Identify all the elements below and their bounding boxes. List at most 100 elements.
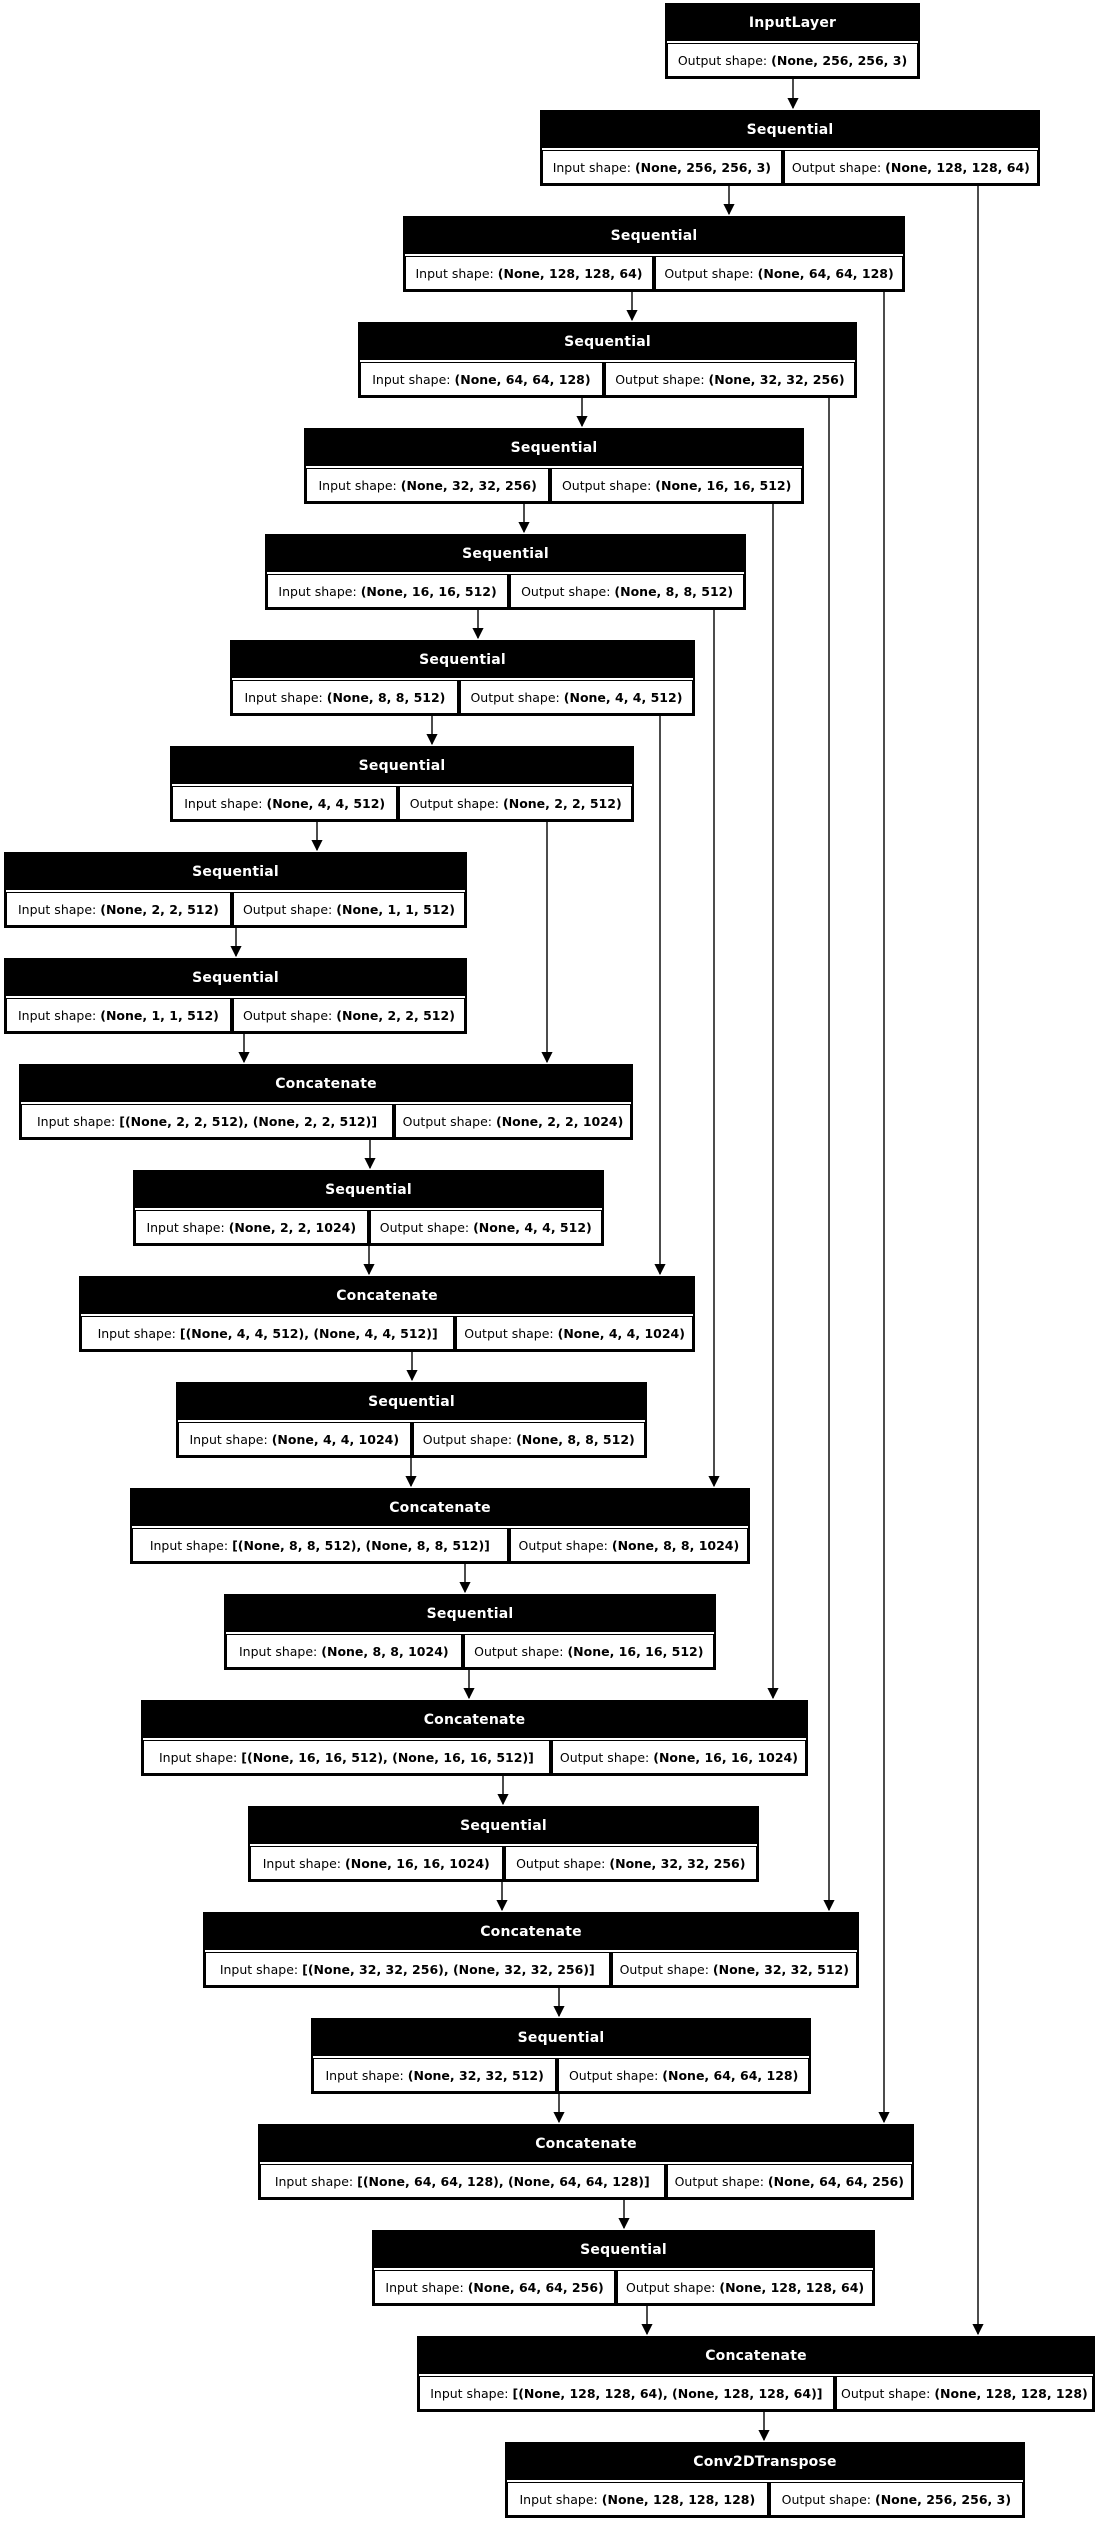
shape-label: Input shape:: [189, 1431, 268, 1447]
output-shape-cell: Output shape:(None, 8, 8, 1024): [507, 1528, 748, 1562]
shape-value: [(None, 128, 128, 64), (None, 128, 128, …: [512, 2385, 823, 2401]
shape-row: Input shape:(None, 4, 4, 1024) Output sha…: [178, 1420, 645, 1456]
shape-row: Input shape:[(None, 128, 128, 64), (None…: [419, 2374, 1093, 2410]
shape-row: Input shape:(None, 128, 128, 64)Output s…: [405, 254, 903, 290]
shape-row: Input shape:(None, 16, 16, 1024) Output s…: [250, 1844, 757, 1880]
shape-label: Input shape:: [372, 371, 451, 387]
output-shape-cell: Output shape:(None, 64, 64, 128): [653, 256, 903, 290]
shape-row: Input shape:(None, 4, 4, 512)Output shap…: [172, 784, 632, 820]
shape-label: Output shape:: [242, 901, 333, 917]
shape-value: (None, 32, 32, 512): [407, 2067, 544, 2083]
shape-label: Input shape:: [244, 689, 323, 705]
shape-row: Input shape:(None, 16, 16, 512)Output sh…: [267, 572, 744, 608]
shape-value: (None, 16, 16, 512): [655, 477, 792, 493]
shape-value: (None, 128, 128, 64): [885, 159, 1030, 175]
shape-value: (None, 64, 64, 256): [467, 2279, 604, 2295]
shape-label: Output shape:: [791, 159, 882, 175]
shape-label: Input shape:: [415, 265, 494, 281]
shape-value: (None, 4, 4, 1024): [557, 1325, 685, 1341]
shape-row: Input shape:(None, 32, 32, 256)Output sh…: [306, 466, 802, 502]
input-shape-cell: Input shape:[(None, 64, 64, 128), (None,…: [260, 2164, 665, 2198]
shape-row: Input shape:(None, 128, 128, 128)Output …: [507, 2480, 1023, 2516]
input-shape-cell: Input shape:(None, 16, 16, 1024): [250, 1846, 503, 1880]
shape-label: Output shape:: [516, 1855, 606, 1871]
shape-label: Output shape:: [422, 1431, 513, 1447]
shape-row: Input shape:(None, 2, 2, 1024)Output sha…: [135, 1208, 602, 1244]
shape-value: (None, 128, 128, 64): [719, 2279, 865, 2295]
shape-label: Input shape:: [278, 583, 357, 599]
shape-value: (None, 64, 64, 128): [454, 371, 591, 387]
input-shape-cell: Input shape:(None, 64, 64, 128): [360, 362, 603, 396]
shape-value: (None, 2, 2, 512): [100, 901, 219, 917]
output-shape-cell: Output shape:(None, 32, 32, 512): [609, 1952, 857, 1986]
shape-label: Output shape:: [664, 265, 754, 281]
shape-row: Input shape:(None, 32, 32, 512)Output sh…: [313, 2056, 809, 2092]
shape-row: Output shape:(None, 256, 256, 3): [667, 41, 918, 77]
shape-value: [(None, 4, 4, 512), (None, 4, 4, 512)]: [179, 1325, 438, 1341]
shape-label: Output shape:: [559, 1749, 650, 1765]
layer-title: Sequential: [542, 112, 1038, 148]
output-shape-cell: Output shape:(None, 64, 64, 256): [664, 2164, 912, 2198]
layer-title: Sequential: [405, 218, 903, 254]
shape-value: (None, 2, 2, 512): [336, 1007, 455, 1023]
shape-value: (None, 16, 16, 1024): [345, 1855, 490, 1871]
shape-label: Output shape:: [402, 1113, 492, 1129]
layer-title: Concatenate: [132, 1490, 748, 1526]
layer-title: Conv2DTranspose: [507, 2444, 1023, 2480]
layer-title: Sequential: [6, 960, 465, 996]
layer-title: Concatenate: [419, 2338, 1093, 2374]
layer-title: Sequential: [267, 536, 744, 572]
input-shape-cell: Input shape:(None, 128, 128, 64): [405, 256, 653, 290]
shape-row: Input shape:(None, 256, 256, 3)Output sh…: [542, 148, 1038, 184]
shape-value: (None, 1, 1, 512): [100, 1007, 219, 1023]
layer-title: Sequential: [232, 642, 693, 678]
shape-value: (None, 128, 128, 64): [497, 265, 643, 281]
shape-label: Output shape:: [470, 689, 560, 705]
shape-row: Input shape:(None, 2, 2, 512) Output shap…: [6, 890, 465, 926]
shape-label: Output shape:: [474, 1643, 564, 1659]
output-shape-cell: Output shape:(None, 8, 8, 512): [508, 574, 744, 608]
input-shape-cell: Input shape:[(None, 128, 128, 64), (None…: [419, 2376, 834, 2410]
layer-title: Sequential: [178, 1384, 645, 1420]
shape-value: (None, 32, 32, 512): [712, 1961, 849, 1977]
shape-row: Input shape:(None, 64, 64, 128)Output sh…: [360, 360, 855, 396]
layer-title: Sequential: [306, 430, 802, 466]
shape-value: [(None, 2, 2, 512), (None, 2, 2, 512)]: [119, 1113, 378, 1129]
input-shape-cell: Input shape:(None, 128, 128, 128): [507, 2482, 768, 2516]
output-shape-cell: Output shape:(None, 4, 4, 512): [367, 1210, 602, 1244]
layer-title: Concatenate: [81, 1278, 693, 1314]
shape-value: (None, 32, 32, 256): [708, 371, 845, 387]
shape-value: (None, 64, 64, 128): [757, 265, 894, 281]
shape-value: (None, 8, 8, 1024): [611, 1537, 740, 1553]
shape-value: (None, 8, 8, 512): [326, 689, 446, 705]
shape-label: Input shape:: [17, 901, 97, 917]
shape-value: (None, 4, 4, 1024): [271, 1431, 400, 1447]
shape-label: Input shape:: [325, 2067, 404, 2083]
output-shape-cell: Output shape:(None, 2, 2, 512): [230, 998, 465, 1032]
shape-value: (None, 2, 2, 512): [503, 795, 622, 811]
shape-label: Input shape:: [318, 477, 397, 493]
shape-label: Input shape:: [262, 1855, 342, 1871]
output-shape-cell: Output shape:(None, 2, 2, 512): [397, 786, 632, 820]
shape-label: Input shape:: [36, 1113, 116, 1129]
input-shape-cell: Input shape:(None, 32, 32, 512): [313, 2058, 557, 2092]
output-shape-cell: Output shape:(None, 4, 4, 1024): [454, 1316, 693, 1350]
output-shape-cell: Output shape:(None, 32, 32, 256): [602, 362, 855, 396]
shape-value: (None, 4, 4, 512): [266, 795, 386, 811]
shape-value: (None, 64, 64, 256): [767, 2173, 904, 2189]
